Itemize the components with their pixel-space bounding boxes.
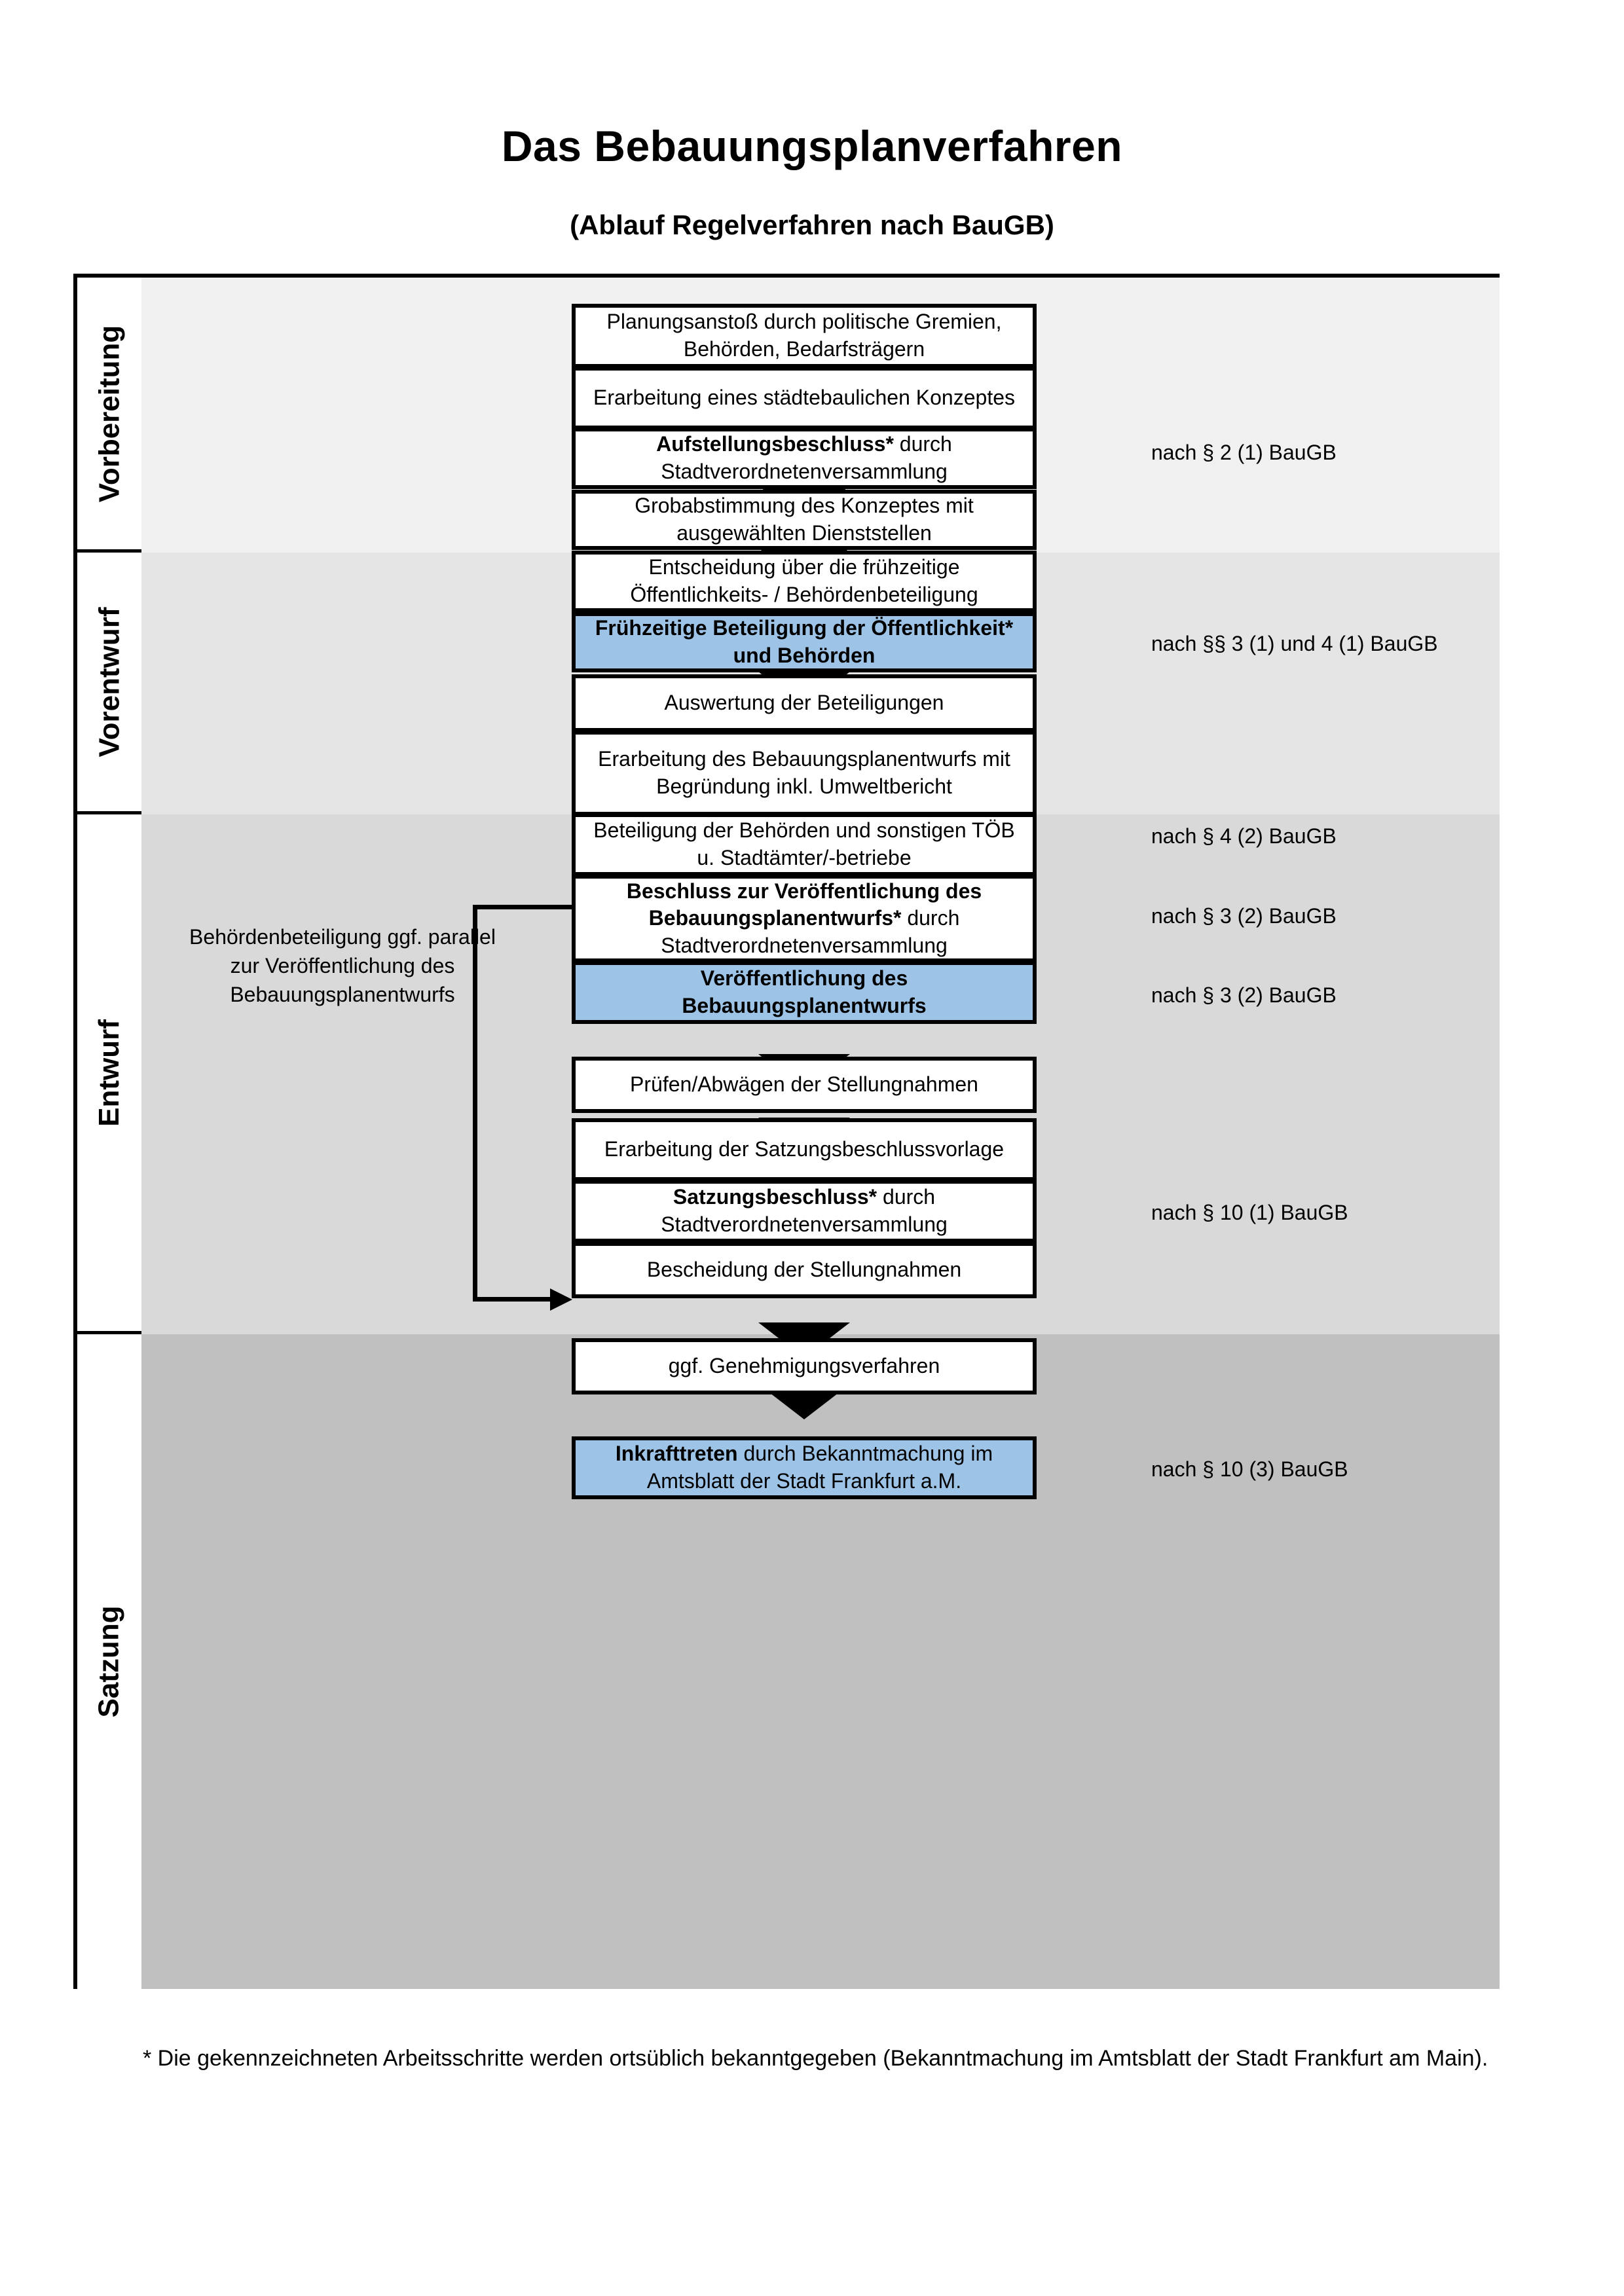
- flow-node-text: Beschluss zur Veröffentlichung des Bebau…: [582, 878, 1026, 960]
- flow-node-fruehzeitige-beteiligung[interactable]: Frühzeitige Beteiligung der Öffentlichke…: [572, 612, 1037, 672]
- flow-node-text: Grobabstimmung des Konzeptes mit ausgewä…: [635, 494, 974, 545]
- flow-node-genehmigungsverfahren[interactable]: ggf. Genehmigungsverfahren: [572, 1338, 1037, 1394]
- flow-node-grobabstimmung[interactable]: Grobabstimmung des Konzeptes mit ausgewä…: [572, 490, 1037, 550]
- legal-ref-2-1: nach § 2 (1) BauGB: [1151, 441, 1337, 464]
- flow-node-text: Frühzeitige Beteiligung der Öffentlichke…: [582, 615, 1026, 669]
- phase-label-satzung: Satzung: [93, 1605, 126, 1718]
- flow-node-staedtebauliches-konzept[interactable]: Erarbeitung eines städtebaulichen Konzep…: [572, 367, 1037, 429]
- flow-node-rest: durch Stadtverordnetenversammlung: [661, 1185, 948, 1236]
- flow-node-text: Inkrafttreten durch Bekanntmachung im Am…: [582, 1440, 1026, 1495]
- loop-connector-top: [473, 905, 572, 909]
- phase-label-vorbereitung: Vorbereitung: [93, 325, 125, 502]
- phase-cell-vorentwurf: Vorentwurf: [77, 553, 141, 814]
- sidenote-behoerdenbeteiligung: Behördenbeteiligung ggf. parallel zur Ve…: [189, 925, 496, 1007]
- flow-node-rest: durch Bekanntmachung im Amtsblatt der St…: [646, 1442, 993, 1493]
- flow-node-bold: Satzungsbeschluss*: [673, 1185, 877, 1209]
- flow-node-satzungsbeschlussvorlage[interactable]: Erarbeitung der Satzungsbeschlussvorlage: [572, 1118, 1037, 1181]
- flow-node-text: Entscheidung über die frühzeitige Öffent…: [630, 555, 978, 606]
- page-title: Das Bebauungsplanverfahren: [501, 122, 1123, 170]
- flow-node-text: Beteiligung der Behörden und sonstigen T…: [593, 818, 1015, 869]
- flow-node-text: Erarbeitung der Satzungsbeschlussvorlage: [604, 1137, 1005, 1161]
- flow-node-text: Bescheidung der Stellungnahmen: [646, 1258, 962, 1282]
- phase-cell-vorbereitung: Vorbereitung: [77, 278, 141, 553]
- legal-ref-4-2: nach § 4 (2) BauGB: [1151, 824, 1337, 848]
- legal-ref-3-1-4-1: nach §§ 3 (1) und 4 (1) BauGB: [1151, 632, 1438, 655]
- flow-node-text: ggf. Genehmigungsverfahren: [668, 1354, 940, 1378]
- flow-node-bold: Veröffentlichung des Bebauungsplanentwur…: [682, 966, 927, 1017]
- flow-node-bold: Inkrafttreten: [615, 1442, 738, 1466]
- flow-node-pruefen-abwaegen[interactable]: Prüfen/Abwägen der Stellungnahmen: [572, 1057, 1037, 1113]
- phase-cell-entwurf: Entwurf: [77, 814, 141, 1334]
- flow-node-satzungsbeschluss[interactable]: Satzungsbeschluss* durch Stadtverordnete…: [572, 1180, 1037, 1243]
- flow-node-text: Aufstellungsbeschluss* durch Stadtverord…: [582, 431, 1026, 485]
- flow-node-entscheidung-fruehzeitige[interactable]: Entscheidung über die frühzeitige Öffent…: [572, 551, 1037, 612]
- loop-connector-vertical: [473, 905, 477, 1302]
- flow-node-veroeffentlichung-entwurf[interactable]: Veröffentlichung des Bebauungsplanentwur…: [572, 961, 1037, 1024]
- flow-node-text: Planungsanstoß durch politische Gremien,…: [606, 310, 1002, 361]
- flow-node-text: Auswertung der Beteiligungen: [664, 691, 944, 715]
- page-subtitle: (Ablauf Regelverfahren nach BauGB): [570, 210, 1054, 240]
- flow-node-text: Erarbeitung eines städtebaulichen Konzep…: [593, 386, 1015, 410]
- flow-node-aufstellungsbeschluss[interactable]: Aufstellungsbeschluss* durch Stadtverord…: [572, 428, 1037, 489]
- legal-ref-10-1: nach § 10 (1) BauGB: [1151, 1201, 1348, 1224]
- legal-ref-3-2-b: nach § 3 (2) BauGB: [1151, 983, 1337, 1007]
- phase-label-vorentwurf: Vorentwurf: [93, 607, 125, 757]
- flow-node-rest: durch Stadtverordnetenversammlung: [661, 432, 952, 483]
- phase-label-entwurf: Entwurf: [93, 1019, 126, 1127]
- flow-node-rest: durch Stadtverordnetenversammlung: [661, 906, 960, 957]
- legal-ref-3-2-a: nach § 3 (2) BauGB: [1151, 904, 1337, 928]
- flow-node-text: Erarbeitung des Bebauungsplanentwurfs mi…: [598, 747, 1010, 798]
- flow-node-text: Veröffentlichung des Bebauungsplanentwur…: [582, 965, 1026, 1019]
- flow-node-planungsanstoss[interactable]: Planungsanstoß durch politische Gremien,…: [572, 304, 1037, 368]
- flowchart-frame: Vorbereitung Vorentwurf Entwurf Satzung: [73, 274, 1500, 1989]
- flow-node-auswertung-beteiligungen[interactable]: Auswertung der Beteiligungen: [572, 674, 1037, 732]
- phase-cell-satzung: Satzung: [77, 1334, 141, 1989]
- loop-connector-bottom: [473, 1297, 551, 1302]
- flow-node-bold: Aufstellungsbeschluss*: [656, 432, 894, 456]
- flow-node-erarbeitung-entwurf[interactable]: Erarbeitung des Bebauungsplanentwurfs mi…: [572, 731, 1037, 816]
- flow-node-beschluss-veroeffentlichung[interactable]: Beschluss zur Veröffentlichung des Bebau…: [572, 875, 1037, 962]
- band-satzung: [141, 1334, 1500, 1989]
- flow-node-inkrafttreten[interactable]: Inkrafttreten durch Bekanntmachung im Am…: [572, 1436, 1037, 1499]
- flow-node-bold: Frühzeitige Beteiligung der Öffentlichke…: [595, 616, 1014, 667]
- flow-node-text: Satzungsbeschluss* durch Stadtverordnete…: [582, 1184, 1026, 1238]
- footnote: * Die gekennzeichneten Arbeitsschritte w…: [143, 2046, 1488, 2071]
- flow-node-text: Prüfen/Abwägen der Stellungnahmen: [630, 1072, 978, 1097]
- legal-ref-10-3: nach § 10 (3) BauGB: [1151, 1457, 1348, 1481]
- phase-rail: Vorbereitung Vorentwurf Entwurf Satzung: [77, 278, 141, 1989]
- flow-node-bold: Beschluss zur Veröffentlichung des Bebau…: [626, 879, 982, 930]
- flow-node-bescheidung-stellungnahmen[interactable]: Bescheidung der Stellungnahmen: [572, 1242, 1037, 1298]
- flow-node-beteiligung-toeb[interactable]: Beteiligung der Behörden und sonstigen T…: [572, 813, 1037, 876]
